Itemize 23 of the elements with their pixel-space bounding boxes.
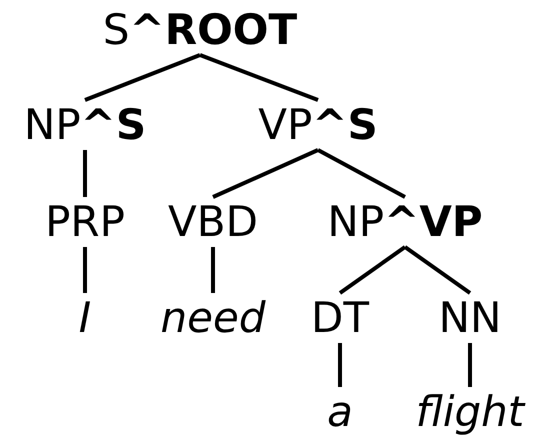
- tree-branch-line: [83, 247, 87, 293]
- tree-node-label: PRP: [45, 197, 125, 247]
- tree-branch-line: [404, 245, 472, 295]
- tree-node-label: NN: [438, 293, 502, 343]
- tree-node-label: NP^VP: [327, 197, 483, 247]
- tree-branch-line: [317, 148, 406, 199]
- tree-branch-line: [468, 343, 472, 387]
- tree-branch-line: [212, 148, 319, 199]
- word-label: I: [78, 293, 92, 343]
- tree-branch-line: [338, 245, 406, 295]
- word-label: flight: [416, 387, 524, 437]
- tree-node-label: VBD: [168, 197, 258, 247]
- tree-node-label: S^ROOT: [102, 5, 298, 55]
- word-label: a: [327, 387, 353, 437]
- tree-branch-line: [83, 150, 87, 197]
- tree-node-label: NP^S: [24, 100, 146, 150]
- tree-branch-line: [199, 53, 319, 102]
- word-label: need: [160, 293, 266, 343]
- tree-node-label: VP^S: [258, 100, 378, 150]
- tree-branch-line: [211, 247, 215, 293]
- tree-node-label: DT: [311, 293, 369, 343]
- tree-branch-line: [338, 343, 342, 387]
- tree-branch-line: [84, 53, 201, 102]
